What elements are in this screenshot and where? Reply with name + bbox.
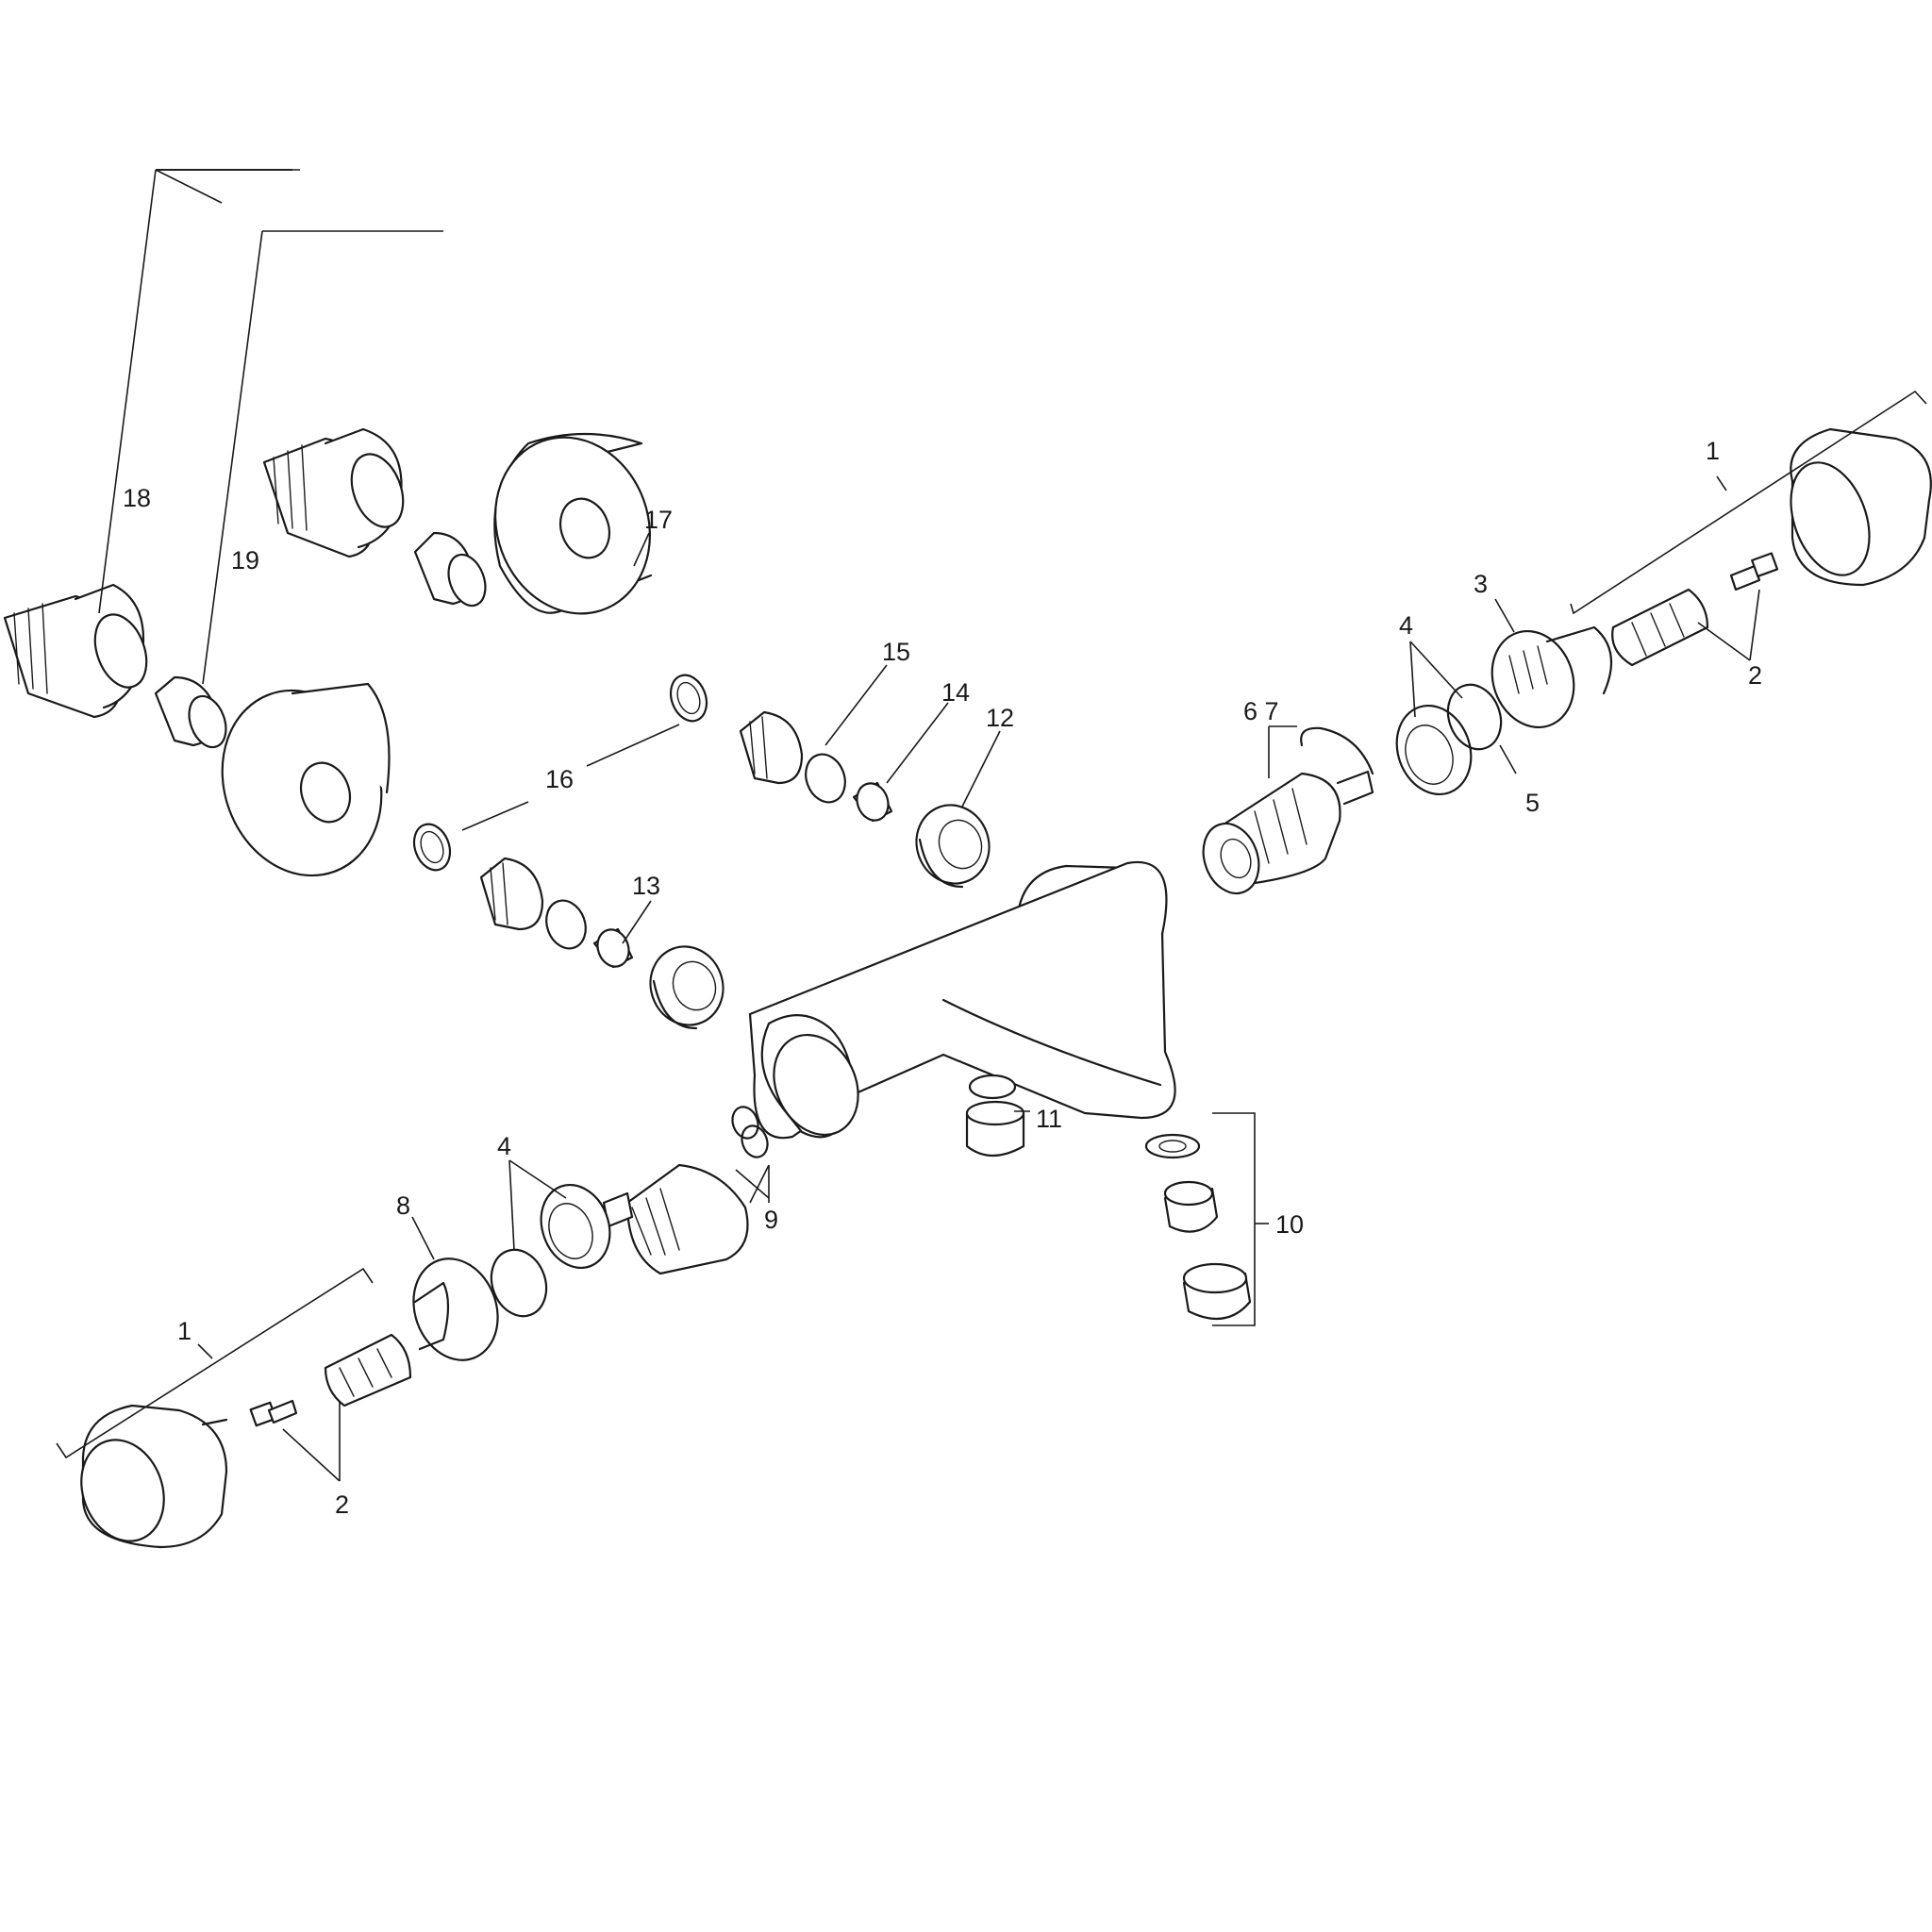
o-ring-5 (1446, 683, 1503, 751)
o-ring-front (545, 899, 587, 950)
mixer-body (748, 860, 1176, 1140)
bush-4-left (540, 1183, 611, 1270)
o-ring-15 (805, 753, 846, 804)
callout-6-7: 6 7 (1243, 697, 1279, 725)
callout-9: 9 (764, 1206, 778, 1234)
callout-18: 18 (123, 484, 151, 512)
callout-19: 19 (231, 546, 259, 575)
escutcheon-back (493, 432, 653, 615)
seal-11 (968, 1074, 1017, 1100)
callout-5: 5 (1525, 789, 1540, 817)
callout-17: 17 (644, 506, 673, 534)
threaded-insert-front (479, 857, 544, 931)
screw-2-left (249, 1399, 298, 1427)
stop-ring-8 (412, 1257, 499, 1361)
callout-15: 15 (882, 638, 910, 666)
union-nut-front (649, 945, 724, 1030)
callout-4-right: 4 (1399, 611, 1413, 640)
screw-2-right (1729, 552, 1779, 591)
filter-screen-front (412, 823, 452, 872)
callout-4-left: 4 (497, 1132, 511, 1160)
callout-labels: 1 2 3 4 5 6 7 18 19 17 16 15 14 12 13 11… (123, 437, 1762, 1519)
callout-13: 13 (632, 872, 660, 900)
handle-1-left (80, 1404, 228, 1549)
leader-lines (56, 169, 1927, 1482)
callout-2-left: 2 (335, 1491, 349, 1519)
callout-1-left: 1 (177, 1317, 192, 1345)
spline-adapter-2-left (324, 1333, 412, 1407)
check-valve-14 (852, 781, 893, 823)
aerator-insert-10 (1163, 1180, 1219, 1233)
adapter-11 (965, 1100, 1025, 1157)
o-ring-left (490, 1248, 548, 1318)
callout-3: 3 (1474, 570, 1488, 598)
threaded-insert-back (739, 710, 804, 785)
callout-2-right: 2 (1748, 661, 1762, 690)
bush-4-right (1395, 704, 1473, 796)
stop-ring-3 (1491, 625, 1613, 729)
escutcheon-front (221, 682, 391, 877)
callout-10: 10 (1275, 1210, 1304, 1239)
retaining-clip-6-7 (1300, 726, 1374, 775)
handle-1-right (1790, 427, 1932, 587)
aerator-housing-10 (1182, 1262, 1252, 1321)
check-valve-front (154, 675, 227, 749)
callout-14: 14 (941, 678, 970, 707)
callout-11: 11 (1036, 1105, 1062, 1133)
thermostat-cartridge (1202, 770, 1374, 895)
check-valve-13 (592, 927, 634, 969)
o-rings-9 (731, 1106, 769, 1158)
aerator-washer-10 (1144, 1133, 1201, 1159)
callout-16: 16 (545, 765, 574, 793)
diverter-cartridge-9 (602, 1163, 749, 1275)
filter-screen-back (669, 674, 708, 723)
union-nut-12 (915, 804, 991, 889)
check-valve-back (413, 531, 487, 608)
callout-12: 12 (986, 704, 1014, 732)
spline-adapter-2-right (1611, 588, 1709, 667)
s-union-connector-back (262, 427, 405, 558)
s-union-connector-front (3, 583, 148, 719)
callout-1-right: 1 (1706, 437, 1720, 465)
callout-8: 8 (396, 1191, 410, 1220)
